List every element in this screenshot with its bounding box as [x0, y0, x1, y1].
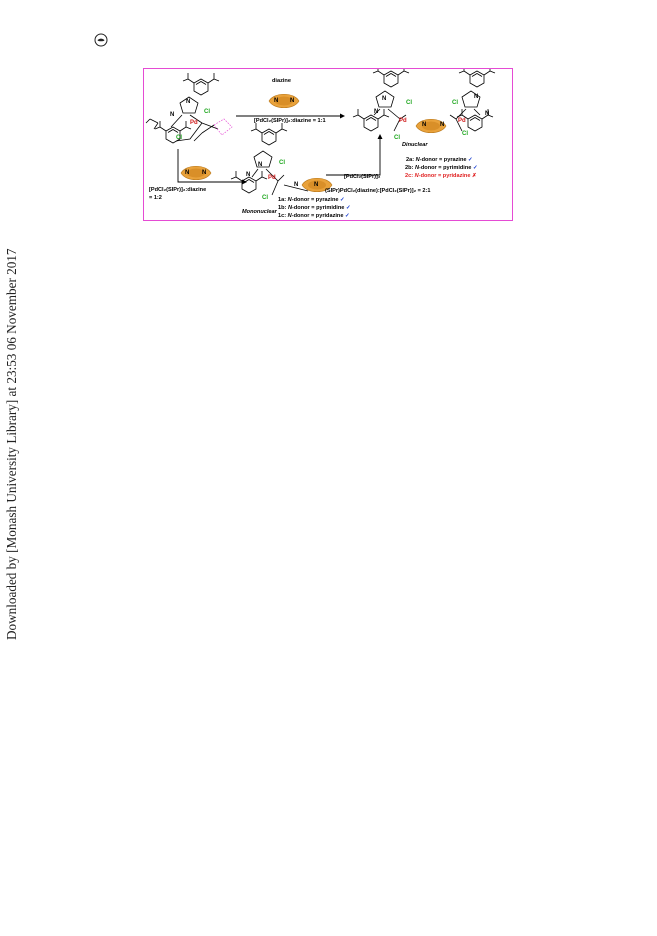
atom-pd-label: Pd: [268, 175, 276, 181]
check-icon: ✓: [345, 205, 351, 211]
check-icon: ✓: [472, 165, 478, 171]
atom-n-label: N: [185, 170, 190, 176]
mono-product-1a: 1a: N-donor = pyrazine ✓: [278, 197, 345, 203]
atom-pd-label: Pd: [458, 118, 466, 124]
atom-cl-label: Cl: [176, 135, 182, 141]
atom-n-label: N: [246, 172, 251, 178]
atom-n-label: N: [170, 112, 175, 118]
atom-n-label: N: [440, 122, 445, 128]
atom-n-label: N: [474, 94, 479, 100]
atom-cl-label: Cl: [462, 131, 468, 137]
atom-n-label: N: [294, 182, 299, 188]
cross-icon: ✗: [472, 173, 477, 179]
download-watermark-text: Downloaded by [Monash University Library…: [4, 248, 19, 640]
atom-n-label: N: [374, 109, 379, 115]
atom-cl-label: Cl: [204, 109, 210, 115]
atom-cl-label: Cl: [279, 160, 285, 166]
condition-top: [PdCl₂(SIPr)]₂:diazine = 1:1: [254, 118, 326, 124]
atom-n-label: N: [382, 96, 387, 102]
atom-n-label: N: [258, 162, 263, 168]
atom-n-label: N: [314, 182, 319, 188]
condition-left-line2: = 1:2: [149, 195, 162, 201]
atom-n-label: N: [422, 122, 427, 128]
condition-mid: (SIPr)PdCl₂(diazine):[PdCl₂(SIPr)]₂ = 2:…: [325, 188, 431, 194]
atom-pd-label: Pd: [399, 118, 407, 124]
atom-n-label: N: [485, 111, 490, 117]
atom-cl-label: Cl: [452, 100, 458, 106]
di-product-2c: 2c: N-donor = pyridazine ✗: [405, 173, 477, 179]
reagent-top: diazine: [272, 78, 291, 84]
mononuclear-label: Mononuclear: [242, 209, 277, 215]
atom-pd-label: Pd: [190, 120, 198, 126]
reaction-scheme: N N Pd Cl Cl diazine N N [PdCl₂(SIPr)]₂:…: [143, 68, 513, 221]
atom-cl-label: Cl: [262, 195, 268, 201]
condition-left-line1: [PdCl₂(SIPr)]₂:diazine: [149, 187, 207, 193]
mono-product-1c: 1c: N-donor = pyridazine ✓: [278, 213, 350, 219]
mono-product-1b: 1b: N-donor = pyrimidine ✓: [278, 205, 351, 211]
atom-n-label: N: [274, 98, 279, 104]
check-icon: ✓: [468, 157, 473, 163]
reagent-mid: [PdCl₂(SIPr)]₂: [344, 174, 381, 180]
download-watermark: Downloaded by [Monash University Library…: [4, 248, 20, 654]
atom-cl-label: Cl: [406, 100, 412, 106]
atom-n-label: N: [290, 98, 295, 104]
di-product-2b: 2b: N-donor = pyrimidine ✓: [405, 165, 478, 171]
check-icon: ✓: [340, 197, 345, 203]
scheme-drawing: [145, 69, 496, 196]
atom-n-label: N: [186, 99, 191, 105]
di-product-2a: 2a: N-donor = pyrazine ✓: [406, 157, 473, 163]
publisher-logo-icon: [94, 33, 108, 47]
dinuclear-label: Dinuclear: [402, 142, 428, 148]
atom-n-label: N: [202, 170, 207, 176]
check-icon: ✓: [345, 213, 350, 219]
atom-cl-label: Cl: [394, 135, 400, 141]
